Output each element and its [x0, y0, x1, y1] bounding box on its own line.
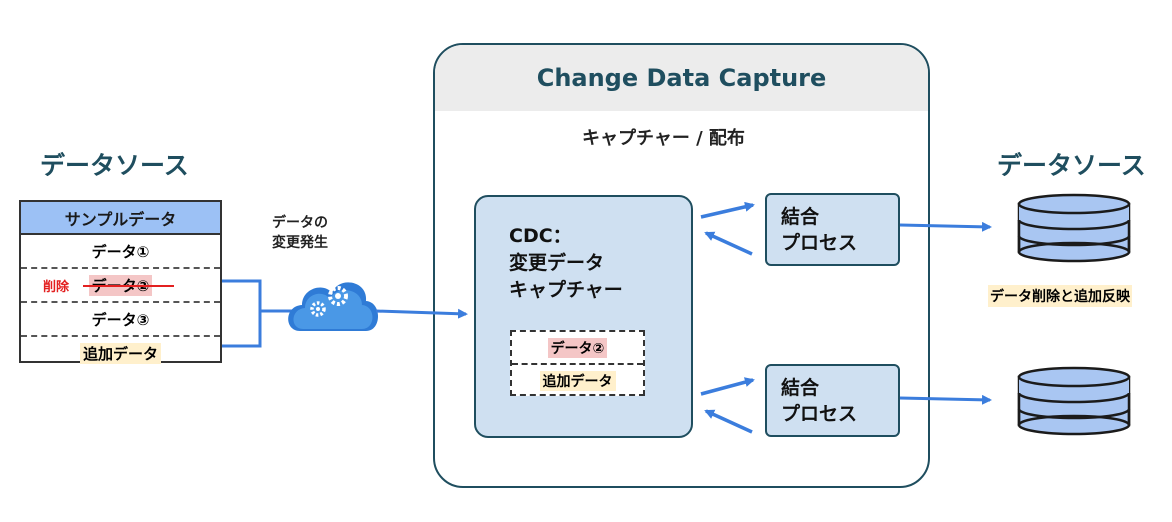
captured-row-label: 追加データ: [539, 370, 616, 391]
change-label-line: 変更発生: [272, 235, 328, 251]
process-line: 結合: [781, 206, 820, 228]
arrow-process-to-db-top: [899, 221, 992, 232]
arrow-process-to-cdc-top: [704, 231, 753, 256]
arrow-process-to-db-bottom: [899, 394, 992, 405]
database-icon: [1017, 193, 1131, 263]
source-title-right: データソース: [997, 151, 1146, 180]
captured-row: データ②: [512, 332, 643, 365]
process-line: プロセス: [781, 403, 858, 425]
cdc-capture-text: CDC： 変更データ キャプチャー: [509, 223, 623, 304]
change-label-line: データの: [272, 215, 328, 231]
cdc-text-line: キャプチャー: [509, 279, 623, 301]
merge-process-box-bottom: 結合 プロセス: [765, 364, 900, 437]
sample-table-header: サンプルデータ: [21, 202, 220, 235]
cdc-title: Change Data Capture: [435, 45, 928, 111]
row-label: データ②: [82, 274, 174, 296]
source-title-left: データソース: [40, 151, 189, 180]
row-label: 追加データ: [79, 342, 161, 364]
row-label: データ①: [91, 242, 150, 261]
bracket-connector: [222, 279, 262, 348]
captured-row-label: データ②: [547, 337, 608, 358]
captured-data-table: データ② 追加データ: [510, 330, 645, 396]
sample-data-table: サンプルデータ データ① 削除 データ② データ③ 追加データ: [19, 200, 222, 364]
cloud-gear-icon: [288, 282, 378, 331]
process-line: プロセス: [781, 232, 858, 254]
arrow-cdc-to-process-bottom: [700, 377, 755, 396]
process-line: 結合: [781, 377, 820, 399]
table-row: データ③: [21, 303, 220, 337]
capture-distribute-label: キャプチャー / 配布: [582, 128, 745, 149]
cdc-text-line: 変更データ: [509, 252, 605, 274]
table-row-deleted: 削除 データ②: [21, 269, 220, 303]
result-label: データ削除と追加反映: [988, 285, 1132, 307]
change-occurred-label: データの 変更発生: [272, 213, 328, 253]
cdc-capture-box: [474, 195, 693, 438]
arrow-to-cdc: [375, 308, 468, 319]
cdc-text-line: CDC：: [509, 225, 572, 247]
merge-process-box-top: 結合 プロセス: [765, 193, 900, 266]
row-label: データ③: [91, 310, 150, 329]
arrow-cdc-to-process-top: [700, 201, 755, 219]
captured-row: 追加データ: [512, 365, 643, 396]
delete-label: 削除: [43, 279, 70, 295]
table-row-added: 追加データ: [21, 337, 220, 369]
table-row: データ①: [21, 235, 220, 269]
arrow-process-to-cdc-bottom: [704, 409, 753, 434]
database-icon: [1017, 366, 1131, 436]
